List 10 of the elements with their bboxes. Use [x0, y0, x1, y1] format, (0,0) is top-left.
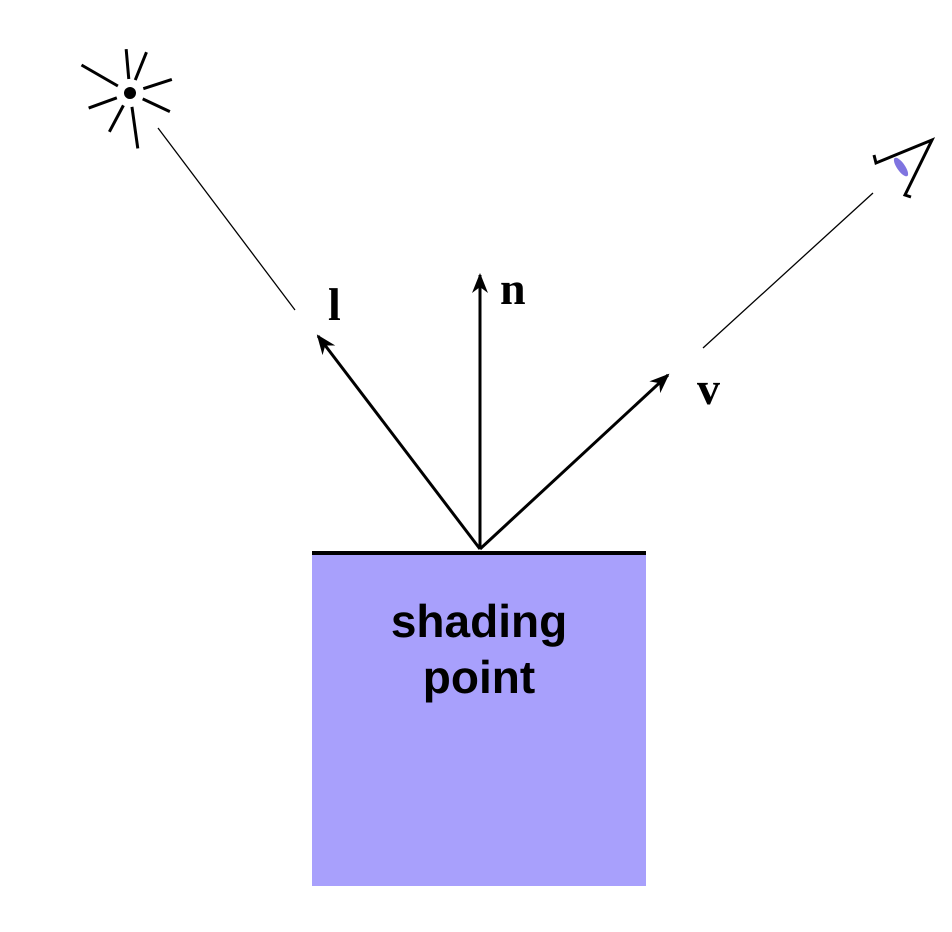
sight-line [702, 192, 874, 348]
sight-line [157, 128, 296, 310]
surface-block [312, 551, 646, 886]
vector-label: l [328, 282, 341, 328]
block-label: shading point [390, 595, 568, 703]
vector-arrow [472, 273, 488, 549]
vector-label: n [500, 266, 526, 312]
vector-arrow [316, 334, 482, 550]
vector-label: v [697, 366, 720, 412]
vector-arrow [478, 374, 670, 550]
